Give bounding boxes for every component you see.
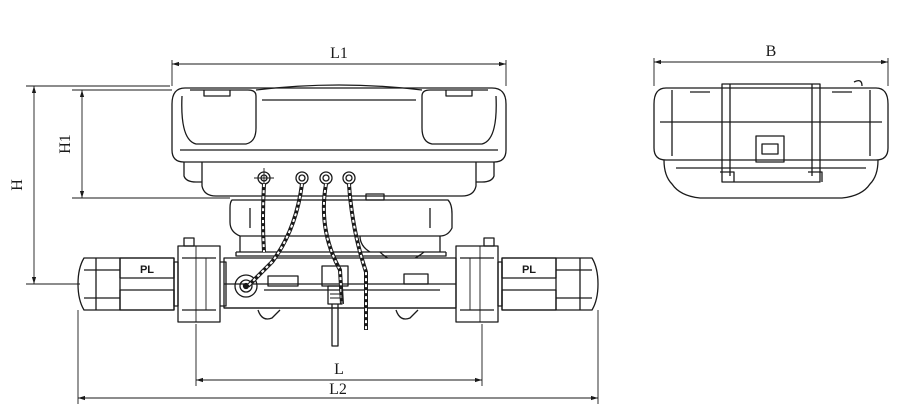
dimension-label-h: H: [9, 179, 26, 191]
dimension-label-l2: L2: [329, 381, 347, 398]
right-nut: [455, 237, 503, 323]
temperature-probe: [321, 265, 349, 347]
electronics-block: [183, 162, 495, 201]
dimension-label-h1: H1: [57, 134, 74, 154]
pipe-label-left: PL: [140, 264, 154, 276]
display-housing: [171, 84, 507, 163]
right-tailpiece: [501, 257, 599, 311]
side-view: [653, 80, 889, 199]
dimension-lines: [26, 58, 889, 404]
dimension-label-b: B: [766, 43, 777, 60]
left-tailpiece: [77, 257, 175, 311]
dimension-label-l: L: [334, 361, 344, 378]
pipe-label-right: PL: [522, 264, 536, 276]
left-nut: [173, 237, 227, 323]
dimension-label-l1: L1: [330, 45, 348, 62]
